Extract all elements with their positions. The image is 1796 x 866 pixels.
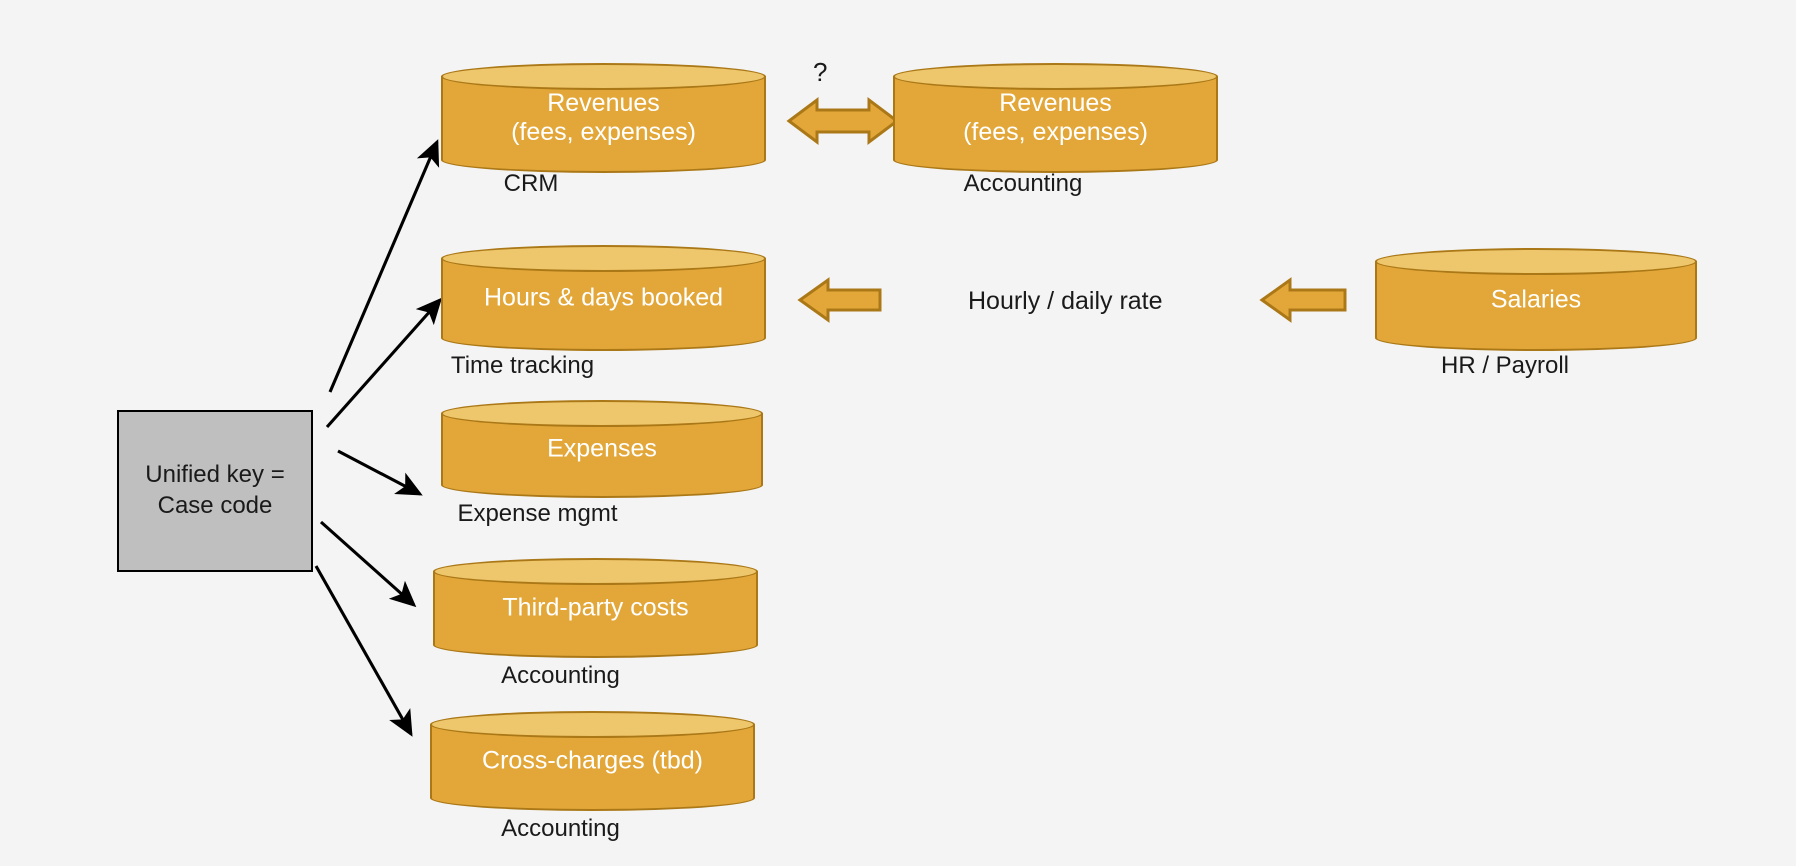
database-caption-accounting-cross-charges: Accounting [501, 815, 620, 842]
cylinder-top [893, 63, 1218, 90]
cylinder-top [1375, 248, 1697, 275]
database-cylinder-third-party-costs: Third-party costs [433, 558, 758, 658]
arrow-revenues-bidirectional [786, 97, 900, 145]
database-cylinder-revenues-crm: Revenues (fees, expenses) [441, 63, 766, 173]
database-cylinder-revenues-accounting: Revenues (fees, expenses) [893, 63, 1218, 173]
arrow-rate-to-hours [797, 277, 882, 323]
arrow-salaries-to-rate [1259, 277, 1347, 323]
database-label: Third-party costs [502, 593, 689, 622]
arrow-key-to-expenses [337, 449, 423, 496]
question-mark-label: ? [813, 57, 828, 87]
database-caption-accounting-revenues: Accounting [963, 170, 1083, 197]
cylinder-top [441, 245, 766, 272]
database-cylinder-salaries: Salaries [1375, 248, 1697, 351]
arrow-key-to-cross-charges [314, 565, 413, 737]
database-label: Hours & days booked [483, 283, 724, 312]
cylinder-top [433, 558, 758, 585]
arrow-key-to-third-party [319, 520, 417, 608]
database-label: Expenses [547, 434, 657, 463]
database-caption-expense-mgmt: Expense mgmt [457, 500, 618, 527]
database-label: Cross-charges (tbd) [482, 746, 703, 775]
unified-key-box: Unified key = Case code [117, 410, 313, 572]
cylinder-top [441, 400, 763, 427]
database-cylinder-cross-charges: Cross-charges (tbd) [430, 711, 755, 811]
hourly-daily-rate-label: Hourly / daily rate [968, 287, 1163, 315]
cylinder-top [430, 711, 755, 738]
database-caption-hr-payroll: HR / Payroll [1440, 352, 1570, 379]
cylinder-body [441, 76, 766, 160]
database-label: Revenues (fees, expenses) [963, 89, 1148, 146]
database-cylinder-hours-days-booked: Hours & days booked [441, 245, 766, 351]
cylinder-top [441, 63, 766, 90]
database-label: Revenues (fees, expenses) [511, 89, 696, 146]
cylinder-body [893, 76, 1218, 160]
database-caption-accounting-third-party: Accounting [501, 662, 620, 689]
database-label: Salaries [1490, 285, 1582, 313]
database-cylinder-expenses: Expenses [441, 400, 763, 498]
database-caption-time-tracking: Time tracking [450, 352, 595, 379]
arrow-key-to-hours-days [325, 297, 443, 429]
arrow-key-to-revenues-crm [328, 139, 440, 393]
database-caption-crm: CRM [503, 170, 559, 197]
